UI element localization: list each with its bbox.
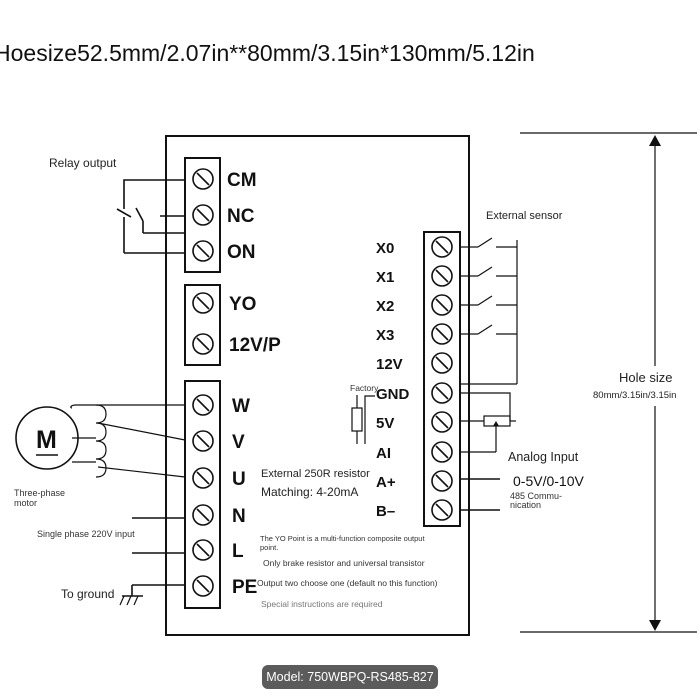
screw-u [192,467,214,489]
relay-output-label: Relay output [49,156,117,170]
ground-symbol [119,584,185,606]
terminal-screws [192,168,453,597]
screw-pe [192,575,214,597]
terminal-label-pe: PE [232,577,257,598]
screw-n [192,504,214,526]
screw-12v-p [192,333,214,355]
to-ground-label: To ground [61,587,114,601]
screw-x0 [431,236,453,258]
terminal-label-12v: 12V [376,356,403,373]
terminal-label-on: ON [227,242,256,263]
screw-v [192,430,214,452]
factory-resistor [351,395,375,444]
relay-contact-symbol [116,179,185,254]
screw-a- [431,470,453,492]
motor-terminal-block [184,380,221,609]
terminal-label-x1: X1 [376,269,394,286]
motor-symbol: M [36,426,57,454]
screw-on [192,240,214,262]
screw-w [192,394,214,416]
terminal-label-12v-p: 12V/P [229,335,281,356]
screw-5v [431,411,453,433]
comm-label-line1: 485 Commu- [510,491,562,501]
terminal-label-nc: NC [227,206,255,227]
screw-gnd [431,382,453,404]
factory-label: Factory [350,383,379,393]
special-note: Special instructions are required [261,599,383,609]
terminal-label-x3: X3 [376,327,394,344]
external-sensor-label: External sensor [486,210,563,222]
screw-cm [192,168,214,190]
screw-x1 [431,265,453,287]
hole-size-label: Hole size [619,370,672,385]
potentiometer [460,392,516,453]
brake-note: Only brake resistor and universal transi… [263,558,425,568]
single-phase-label: Single phase 220V input [37,529,135,539]
hole-size-dims: 80mm/3.15in/3.15in [593,390,676,401]
comm-label-line2: nication [510,500,541,510]
terminal-label-a-: A+ [376,474,396,491]
motor-label-line1: Three-phase [14,488,65,498]
terminal-label-x2: X2 [376,298,394,315]
terminal-label-gnd: GND [376,386,410,403]
output-note: Output two choose one (default no this f… [257,578,438,588]
screw-nc [192,204,214,226]
dimensions-title: Hoesize52.5mm/2.07in**80mm/3.15in*130mm/… [0,40,535,66]
sensor-switches [460,237,518,385]
terminal-label-b-: B– [376,503,395,520]
terminal-label-v: V [232,432,245,453]
terminal-label-u: U [232,469,246,490]
screw-yo [192,292,214,314]
terminal-label-l: L [232,541,244,562]
three-phase-motor: M [15,404,186,478]
terminal-label-x0: X0 [376,240,394,257]
terminal-label-w: W [232,396,250,417]
analog-input-label: Analog Input [508,450,579,464]
resistor-note: External 250R resistor [261,468,370,480]
screw-b- [431,499,453,521]
analog-range-label: 0-5V/0-10V [513,473,584,489]
terminal-label-cm: CM [227,170,257,191]
screw-x3 [431,323,453,345]
motor-label-line2: motor [14,498,37,508]
screw-ai [431,441,453,463]
screw-12v [431,352,453,374]
hole-size-dimension [520,132,697,633]
terminal-label-yo: YO [229,294,256,315]
yo-note-line1: The YO Point is a multi-function composi… [260,534,425,543]
terminal-label-n: N [232,506,246,527]
terminal-label-5v: 5V [376,415,394,432]
yo-note-line2: point. [260,543,278,552]
screw-x2 [431,294,453,316]
model-badge: Model: 750WBPQ-RS485-827 [262,665,438,689]
matching-note: Matching: 4-20mA [261,485,358,499]
terminal-label-ai: AI [376,445,391,462]
screw-l [192,539,214,561]
